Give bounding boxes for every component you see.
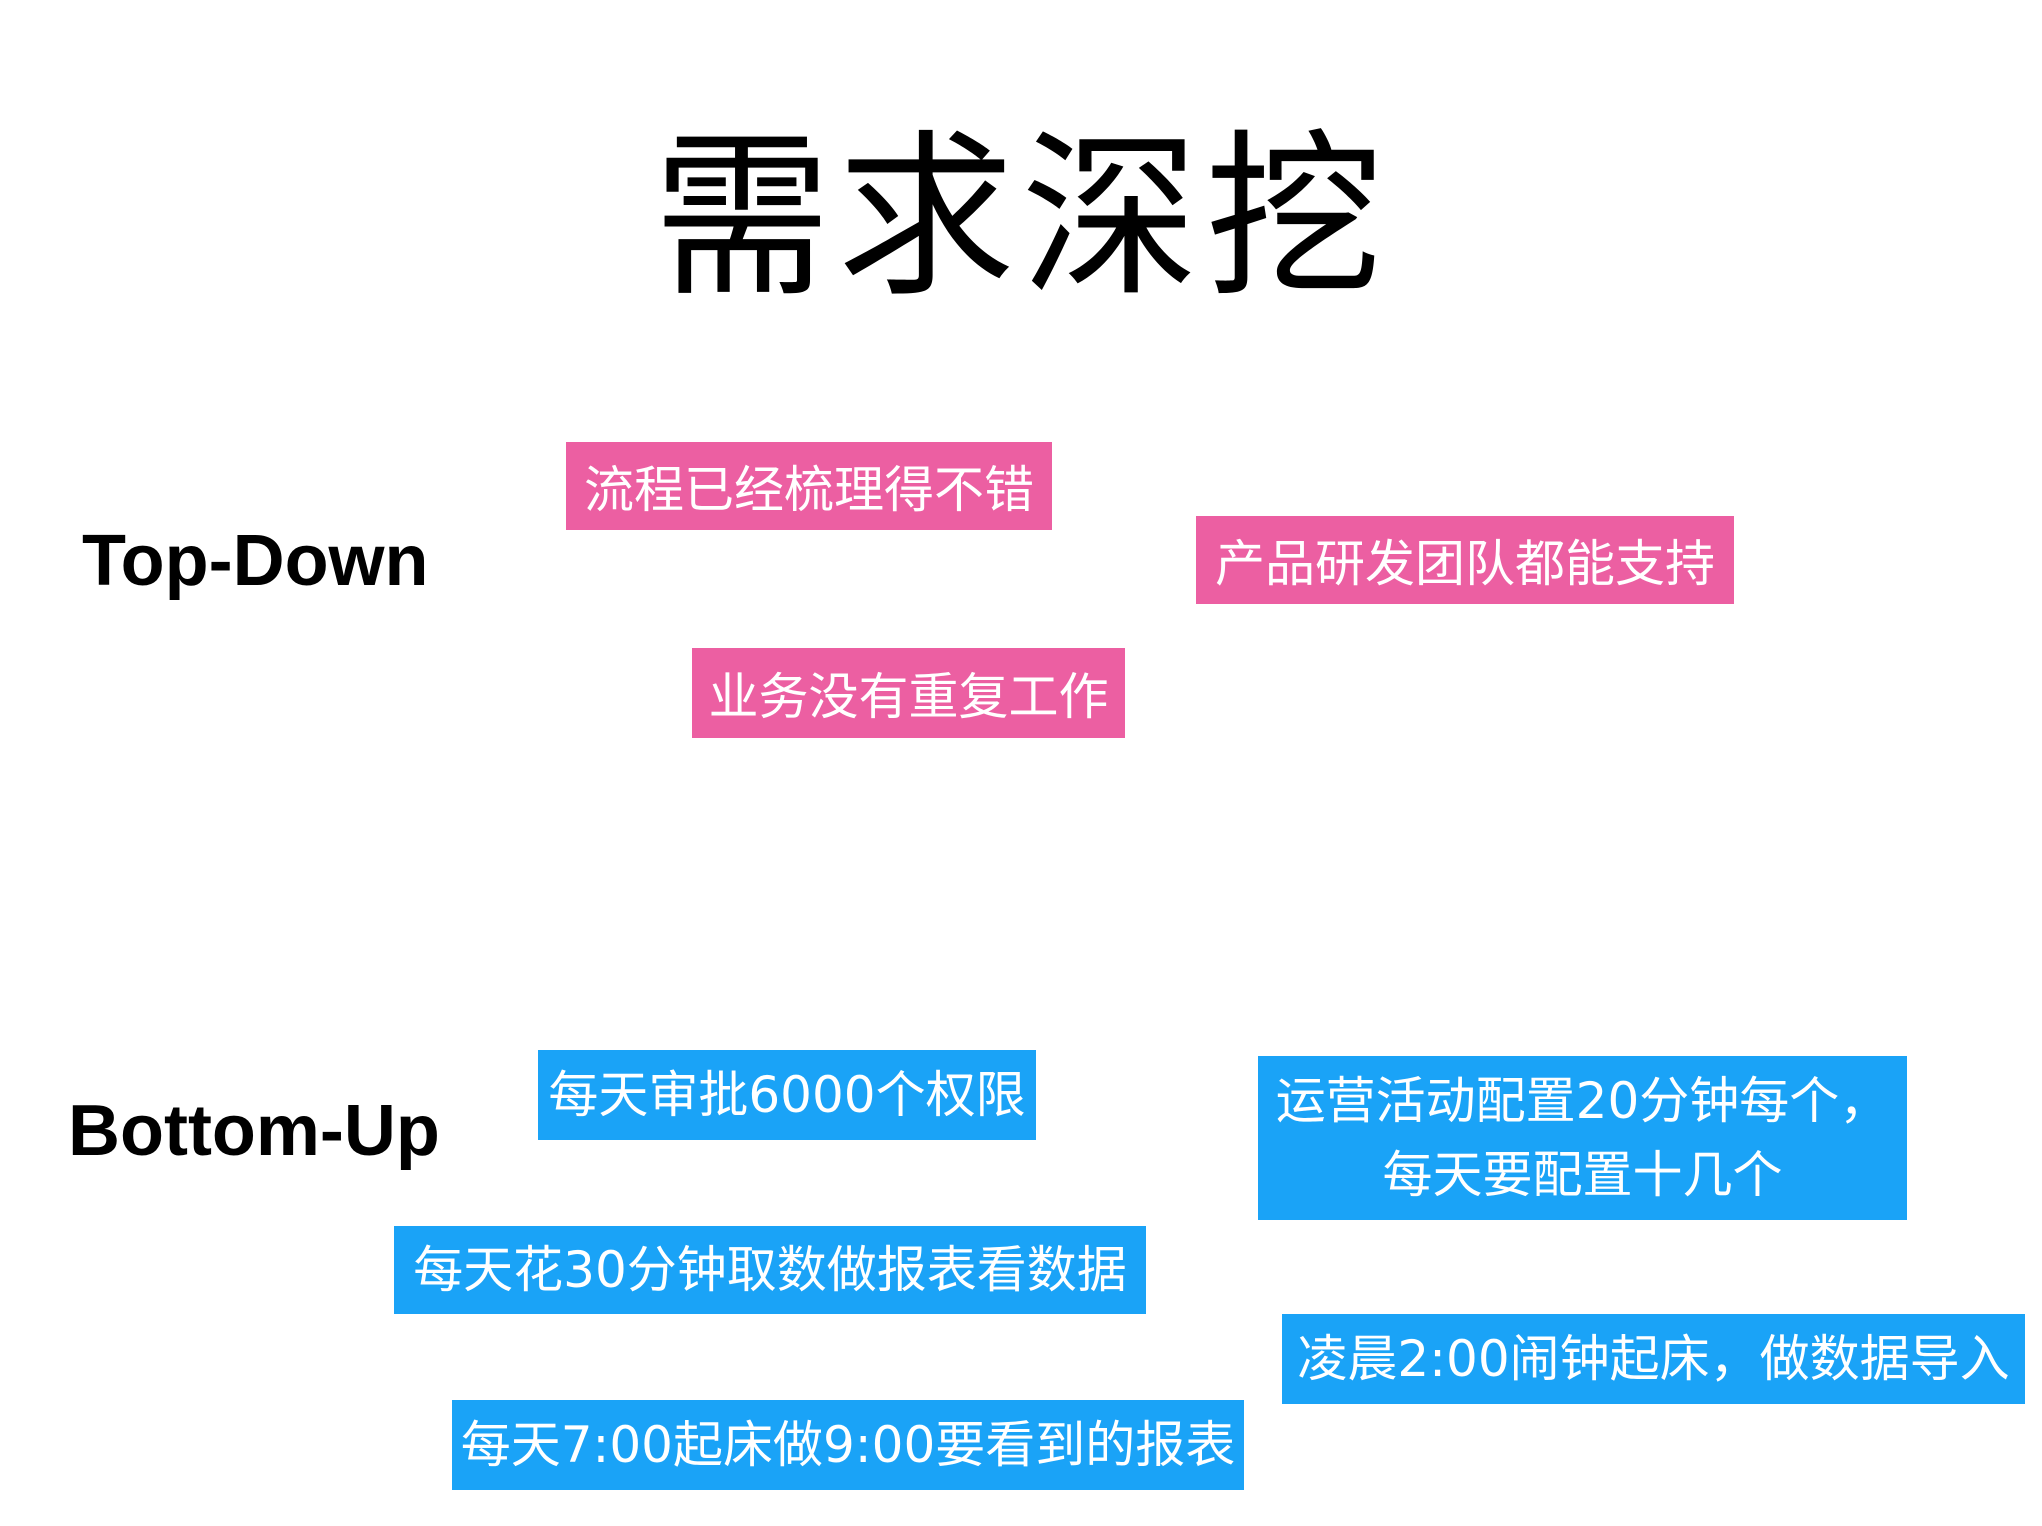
bottom-up-tag: 每天花30分钟取数做报表看数据: [394, 1226, 1146, 1314]
top-down-label: Top-Down: [82, 521, 429, 601]
tag-text: 凌晨2:00闹钟起床，做数据导入: [1297, 1330, 2010, 1388]
bottom-up-tag: 凌晨2:00闹钟起床，做数据导入: [1282, 1314, 2025, 1404]
tag-text: 每天7:00起床做9:00要看到的报表: [460, 1416, 1236, 1474]
bottom-up-tag: 每天7:00起床做9:00要看到的报表: [452, 1400, 1244, 1490]
top-down-tag: 业务没有重复工作: [692, 648, 1125, 738]
slide-title: 需求深挖: [653, 114, 1389, 321]
tag-text: 每天审批6000个权限: [548, 1066, 1026, 1124]
bottom-up-tag: 每天审批6000个权限: [538, 1050, 1036, 1140]
tag-text: 每天花30分钟取数做报表看数据: [413, 1241, 1127, 1299]
top-down-tag: 产品研发团队都能支持: [1196, 516, 1734, 604]
bottom-up-label: Bottom-Up: [68, 1091, 440, 1171]
tag-text-line-2: 每天要配置十几个: [1382, 1146, 1783, 1204]
bottom-up-tag: 运营活动配置20分钟每个， 每天要配置十几个: [1258, 1056, 1907, 1220]
top-down-tag: 流程已经梳理得不错: [566, 442, 1052, 530]
tag-text-line-1: 运营活动配置20分钟每个，: [1275, 1072, 1890, 1130]
